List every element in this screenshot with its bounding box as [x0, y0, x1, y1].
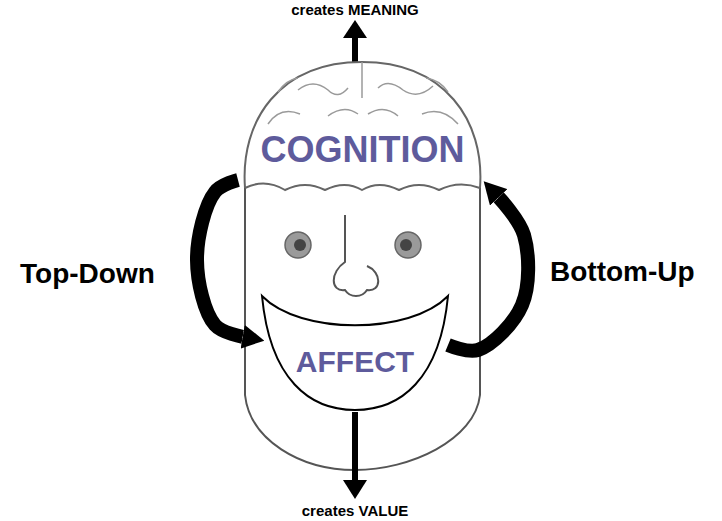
- up-arrow-head: [343, 20, 367, 38]
- curved-arrow: [197, 180, 243, 337]
- left-eye: [285, 232, 311, 258]
- brain-folds: [268, 62, 458, 124]
- up-arrow-shaft: [352, 36, 358, 63]
- right-eye: [395, 232, 421, 258]
- region-title: AFFECT: [296, 345, 414, 380]
- region-title: COGNITION: [261, 129, 465, 170]
- nose: [334, 215, 379, 296]
- node-outline: [238, 58, 487, 198]
- outcome-label: creates MEANING: [291, 1, 419, 18]
- flow-label: Top-Down: [20, 258, 155, 290]
- head-outline: [245, 188, 480, 470]
- mouth-outline: [262, 296, 448, 410]
- brain-outline: [245, 62, 481, 190]
- left-pupil: [294, 239, 306, 251]
- down-arrow-shaft: [352, 412, 358, 482]
- brain-region: COGNITION: [238, 58, 487, 198]
- down-arrow-head: [343, 480, 367, 499]
- curved-arrow: [448, 197, 528, 350]
- outcome-label: creates VALUE: [302, 502, 408, 519]
- flow-label: Bottom-Up: [550, 256, 695, 288]
- right-pupil: [400, 239, 412, 251]
- mouth-region: AFFECT: [262, 296, 448, 410]
